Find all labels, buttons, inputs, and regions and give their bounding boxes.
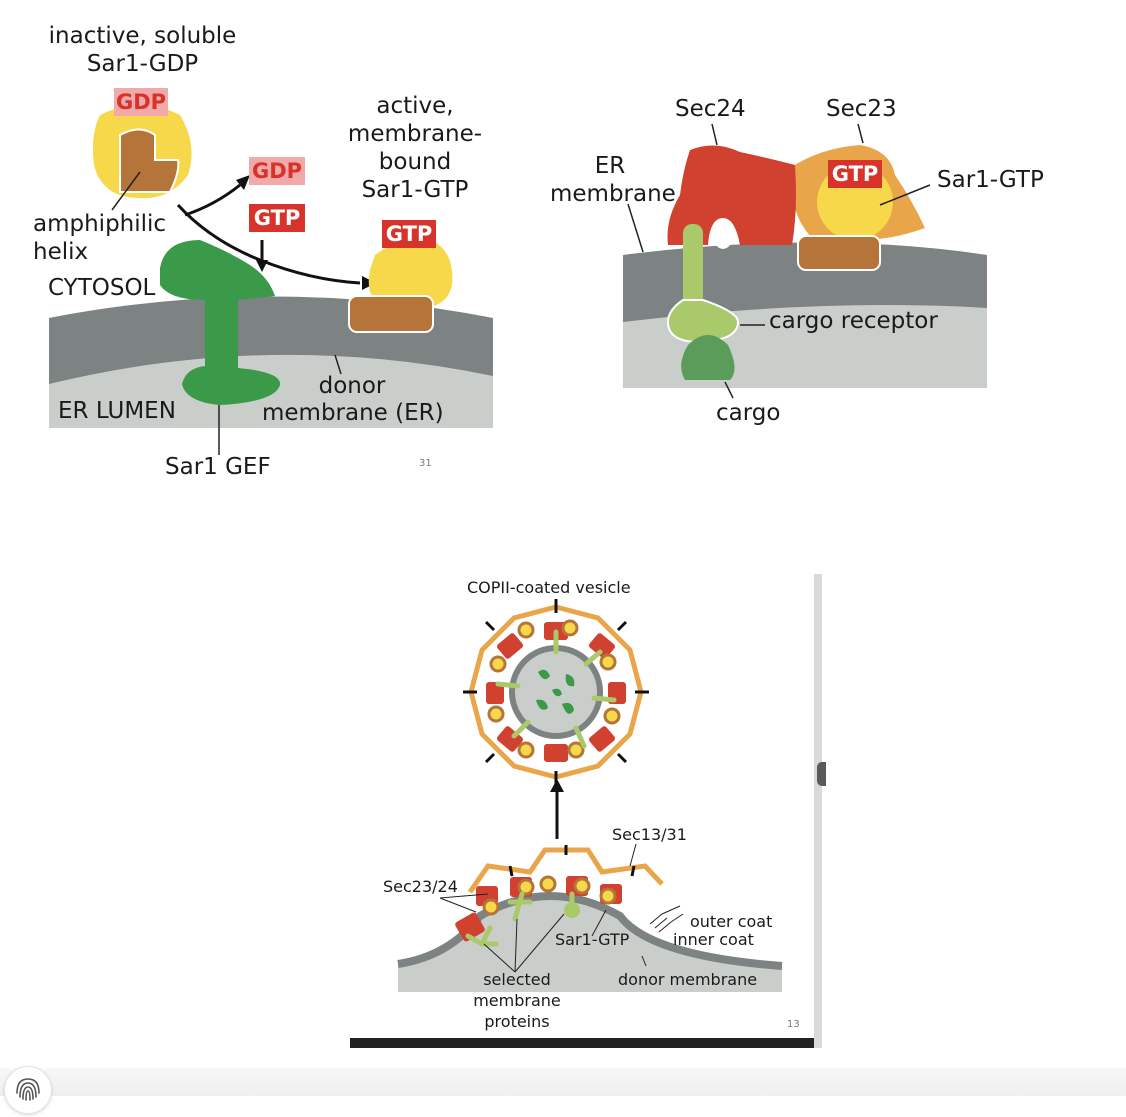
sar1-gdp-protein [92, 105, 192, 199]
sec24-protein [667, 145, 796, 249]
cargo-receptor-label: cargo receptor [769, 308, 938, 334]
gtp-badge-sec23: GTP [828, 160, 882, 188]
bud-sar1-gtp-label: Sar1-GTP [555, 930, 630, 949]
er-membrane-label-line2: membrane [550, 181, 676, 207]
cargo-receptor-protein [666, 224, 740, 344]
panel-sec23-24-recruitment: Sec24 Sec23 ER membrane GTP Sar1-GTP car… [540, 0, 1126, 440]
inactive-sar1-title-line1: inactive, soluble [48, 23, 237, 49]
donor-membrane-label: donor membrane [618, 970, 758, 989]
fingerprint-icon[interactable] [4, 1066, 52, 1114]
cargo-protein [681, 335, 735, 380]
sec23-label: Sec23 [826, 96, 897, 122]
copii-vesicle [463, 599, 649, 785]
panel3-bottom-bar [350, 1038, 814, 1048]
gdp-badge-inactive: GDP [114, 88, 168, 116]
amphiphilic-label-line1: amphiphilic [33, 211, 167, 237]
panel3-right-border [814, 574, 822, 1048]
sec24-label: Sec24 [675, 96, 746, 122]
active-label-line1: active, [376, 93, 454, 119]
active-label-line3: bound [378, 149, 452, 175]
panel2-graphic [623, 123, 987, 399]
sec23-24-label: Sec23/24 [383, 877, 458, 896]
inner-coat-label: inner coat [673, 930, 754, 949]
scroll-nub[interactable] [817, 762, 826, 786]
gtp-badge-incoming: GTP [249, 204, 305, 232]
cargo-label: cargo [716, 400, 781, 426]
active-label-line2: membrane- [347, 121, 483, 147]
sec13-31-label: Sec13/31 [612, 825, 687, 844]
amphiphilic-label-line2: helix [33, 239, 89, 265]
panel3-graphic [397, 599, 783, 992]
sar1-gtp-bound-protein [348, 239, 453, 333]
gdp-badge-released: GDP [249, 157, 305, 185]
gtp-badge-bound: GTP [382, 220, 436, 248]
er-lumen-label: ER LUMEN [58, 398, 176, 424]
outer-coat-label: outer coat [690, 912, 773, 931]
bottom-toolbar [0, 1068, 1126, 1096]
panel2-bilayer [623, 242, 987, 322]
donor-membrane-line2: membrane (ER) [262, 400, 444, 426]
bud-inner-coat [455, 875, 622, 942]
panel-sar1-activation: inactive, soluble Sar1-GDP GDP GDP GTP G… [0, 0, 520, 490]
page-number-13: 13 [787, 1019, 800, 1030]
selected-proteins-line3: proteins [484, 1012, 550, 1031]
copii-vesicle-title: COPII-coated vesicle [467, 578, 631, 597]
er-membrane-label-line1: ER [594, 153, 626, 179]
selected-proteins-line1: selected [483, 970, 551, 989]
sar1-helix-bound [797, 235, 881, 271]
cytosol-label: CYTOSOL [48, 275, 156, 301]
donor-membrane-lumen [398, 894, 782, 992]
panel-copii-vesicle: COPII-coated vesicle Sec13/31 Sec23/24 S… [350, 574, 826, 1048]
donor-membrane-line1: donor [318, 373, 386, 399]
inactive-sar1-title-line2: Sar1-GDP [86, 51, 199, 77]
active-label-line4: Sar1-GTP [361, 177, 469, 203]
panel1-graphic [49, 105, 493, 455]
page-number-31: 31 [419, 458, 432, 469]
selected-proteins-line2: membrane [473, 991, 561, 1010]
sar1-gef-label: Sar1 GEF [165, 454, 271, 480]
sar1-gef-protein [160, 240, 281, 405]
donor-membrane-bilayer [397, 892, 783, 970]
sar1-gtp-label: Sar1-GTP [937, 167, 1044, 193]
